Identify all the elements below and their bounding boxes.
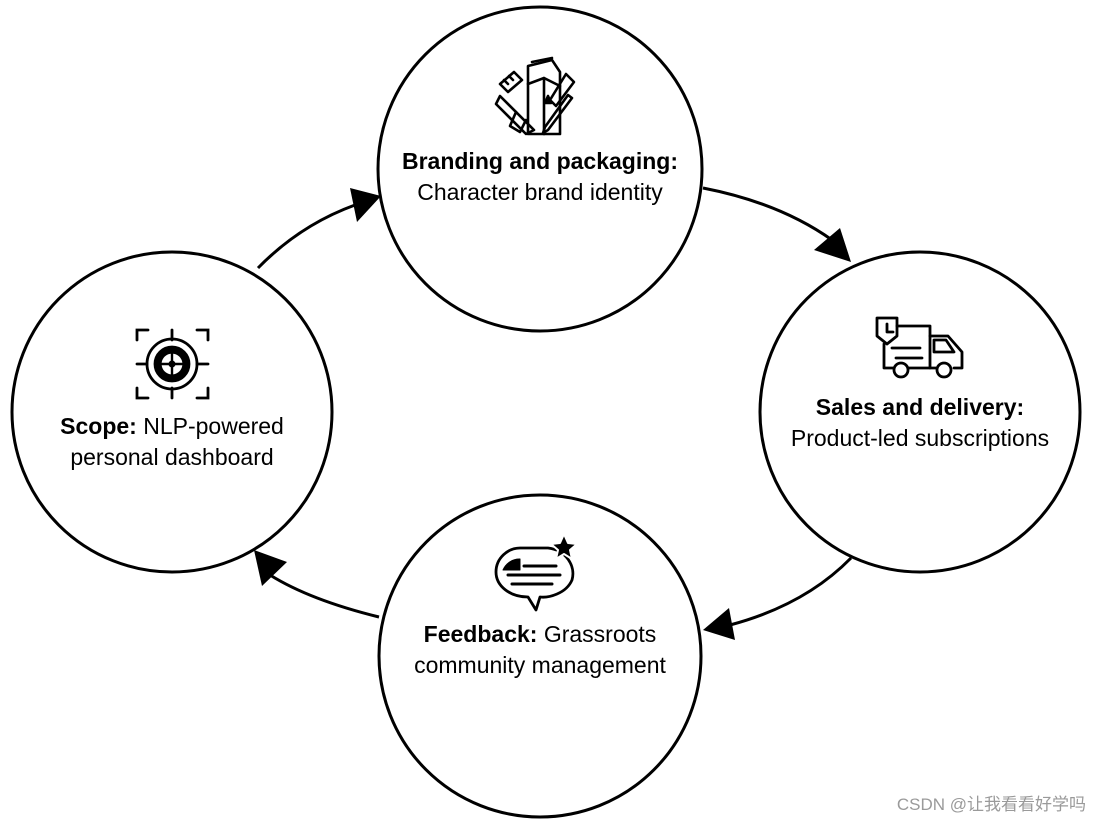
arrow-head-scope-to-branding (350, 188, 381, 222)
arrow-head-feedback-to-scope (254, 550, 287, 586)
cycle-arrows (254, 186, 853, 640)
node-circle-branding (376, 5, 704, 333)
sales-subtitle: Product-led subscriptions (790, 425, 1050, 451)
watermark: CSDN @让我看看好学吗 (896, 795, 1086, 814)
node-circle-sales (758, 250, 1082, 574)
target-crosshair-icon (135, 328, 210, 400)
branding-subtitle: Character brand identity (417, 179, 663, 205)
arrow-scope-to-branding (256, 203, 356, 270)
arrow-head-branding-to-sales (814, 228, 851, 262)
sales-title: Sales and delivery: (815, 394, 1025, 420)
branding-title: Branding and packaging: (401, 148, 679, 174)
feedback-title-rest: Grassroots (537, 621, 657, 647)
scope-title: Scope: (60, 413, 137, 439)
milk-carton-design-tools-icon (494, 56, 576, 136)
scope-title-rest: NLP-powered (136, 413, 284, 439)
scope-subtitle: personal dashboard (70, 444, 274, 470)
arrow-sales-to-feedback (729, 556, 853, 627)
chat-bubble-star-icon (494, 533, 578, 612)
node-label-scope: Scope: NLP-powered personal dashboard (22, 411, 322, 473)
node-label-sales: Sales and delivery: Product-led subscrip… (762, 392, 1078, 454)
feedback-title: Feedback: (423, 621, 538, 647)
arrow-branding-to-sales (702, 186, 833, 242)
node-label-feedback: Feedback: Grassroots community managemen… (380, 619, 700, 681)
node-circle-feedback (377, 493, 703, 819)
arrow-head-sales-to-feedback (703, 608, 735, 640)
feedback-subtitle: community management (414, 652, 666, 678)
delivery-truck-clock-icon (875, 316, 964, 379)
node-circle-scope (10, 250, 334, 574)
node-label-branding: Branding and packaging: Character brand … (380, 146, 700, 208)
arrow-feedback-to-scope (269, 573, 380, 619)
